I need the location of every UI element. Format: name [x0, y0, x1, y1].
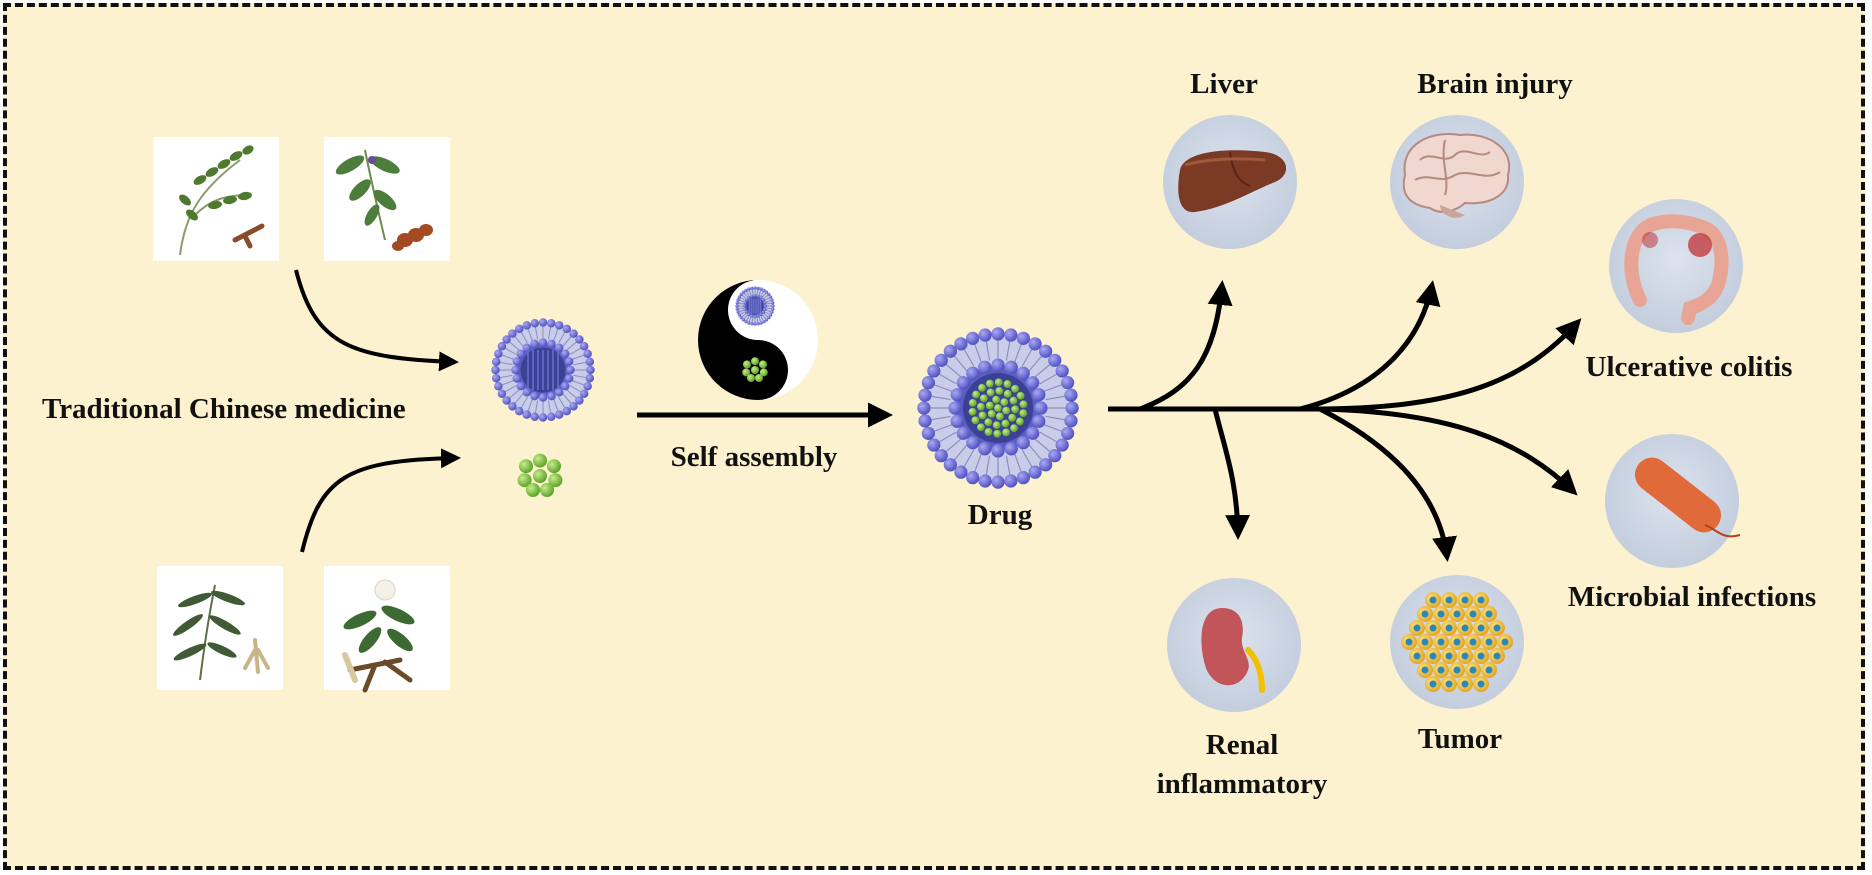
peony-herb-icon: [342, 579, 415, 693]
label-brain-injury: Brain injury: [1417, 68, 1573, 100]
label-liver: Liver: [1190, 68, 1258, 100]
scutellaria-herb-icon: [173, 584, 270, 681]
liver-icon: [1178, 150, 1287, 213]
label-renal: Renal: [1205, 729, 1279, 761]
label-ulcerative-colitis: Ulcerative colitis: [1585, 351, 1793, 383]
label-inflammatory: inflammatory: [1156, 768, 1328, 800]
arrow-herbs-bottom: [300, 448, 461, 553]
bacterium-icon: [1634, 457, 1741, 538]
arrow-herbs-top: [294, 269, 459, 372]
branching-arrows: [1108, 280, 1582, 562]
label-drug: Drug: [967, 499, 1033, 531]
tumor-cells-icon: [1401, 592, 1513, 692]
label-tumor: Tumor: [1417, 723, 1503, 755]
drug-nanoparticle-icon: [917, 327, 1079, 489]
colon-icon: [1624, 214, 1729, 325]
herb-card-1: [153, 137, 279, 261]
kidney-icon: [1201, 608, 1265, 693]
liposome-icon: [491, 318, 595, 422]
yin-yang-icon: [698, 280, 818, 400]
licorice-herb-icon: [179, 145, 265, 256]
herb-with-root-icon: [335, 149, 433, 251]
green-particles-icon: [517, 453, 563, 497]
label-self-assembly: Self assembly: [670, 441, 838, 473]
brain-icon: [1402, 133, 1511, 218]
label-microbial-infections: Microbial infections: [1567, 581, 1817, 613]
label-traditional-chinese-medicine: Traditional Chinese medicine: [42, 393, 406, 425]
